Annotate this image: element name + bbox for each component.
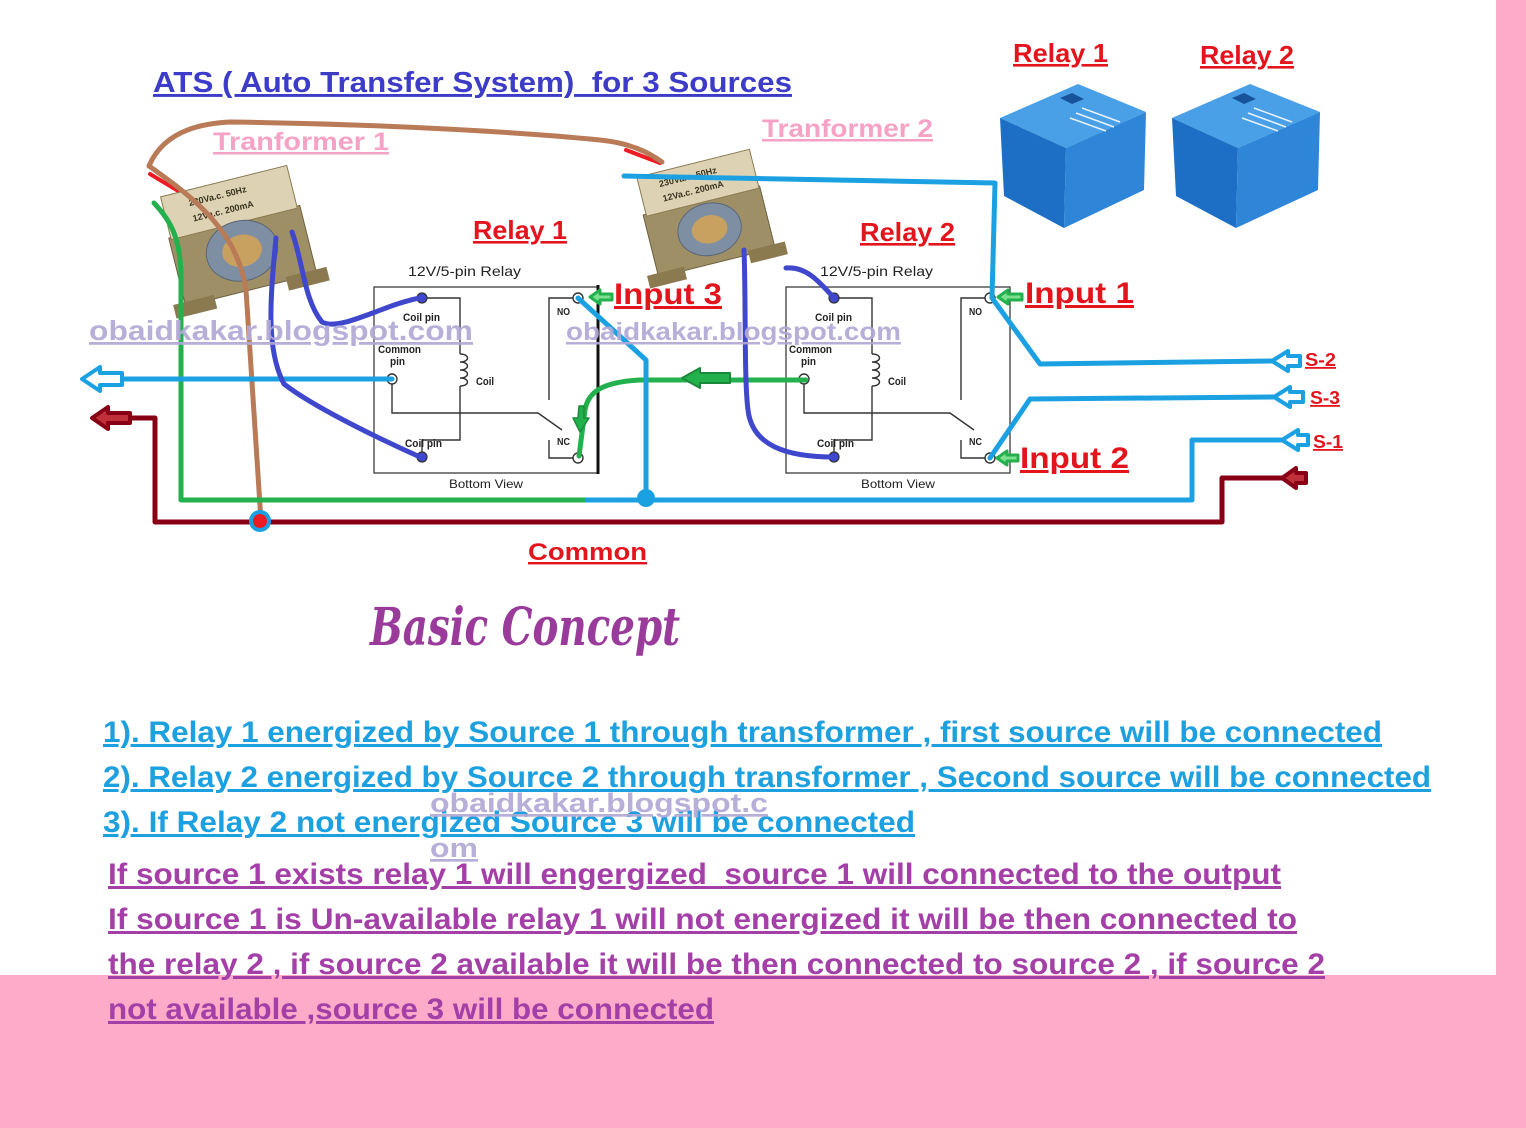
wire-blue-transformer2-to-s2 [621, 173, 1275, 367]
transformer-1-label: Tranformer 1 [213, 128, 389, 156]
relay-1-schematic: 12V/5-pin Relay Coil pin Common pin Coil… [373, 263, 600, 491]
explanation-line-2: If source 1 is Un-available relay 1 will… [108, 903, 1297, 936]
relay-2-photo [1172, 84, 1320, 228]
wire-green-left [151, 200, 590, 503]
wire-brown-to-common [146, 163, 264, 524]
common-right-arrow-icon [1280, 466, 1308, 490]
source-s2-label: S-2 [1305, 350, 1336, 370]
green-down-arrow-icon [572, 405, 590, 433]
relay-1-no-label: NO [557, 307, 570, 318]
common-label: Common [528, 539, 647, 566]
output-arrow-icon [80, 365, 124, 393]
step-2: 2). Relay 2 energized by Source 2 throug… [103, 761, 1431, 794]
source-s1-label: S-1 [1313, 432, 1343, 452]
wire-navy-relay1-coil-bottom [268, 235, 423, 460]
wire-navy-relay1-coil-top [289, 229, 423, 327]
section-heading: Basic Concept [369, 597, 680, 658]
relay-2-heading: 12V/5-pin Relay [820, 263, 933, 279]
transformer-1-red-lead [148, 172, 182, 194]
junction-blue [637, 489, 655, 507]
relay-2-no-label: NO [969, 307, 982, 318]
relay-2-schematic: 12V/5-pin Relay Coil pin Common pin Coil… [785, 263, 1011, 491]
wire-blue-s1 [584, 437, 1285, 503]
relay-1-common-pin-label: pin [390, 356, 405, 368]
watermark-lower-line-2: om [430, 833, 478, 863]
relay-1-common-label: Common [378, 344, 421, 356]
page-title: ATS ( Auto Transfer System) for 3 Source… [153, 67, 792, 99]
relay-1-label: Relay 1 [473, 215, 567, 245]
explanation-line-3: the relay 2 , if source 2 available it w… [108, 948, 1325, 981]
wire-navy-relay2-coil-bottom [741, 247, 837, 460]
relay-1-coil-pin-top-label: Coil pin [403, 312, 440, 324]
wire-blue-relay1-no [575, 295, 649, 501]
input-2-arrow-icon [995, 449, 1020, 467]
common-left-arrow-icon [90, 405, 132, 431]
wire-brown-transformer-link [146, 119, 665, 169]
s3-arrow-icon [1272, 385, 1305, 409]
input-3-arrow-icon [588, 288, 614, 306]
s2-arrow-icon [1270, 349, 1302, 373]
pink-border-right [1496, 0, 1526, 975]
relay-1-heading: 12V/5-pin Relay [408, 263, 521, 279]
explanation-line-4: not available ,source 3 will be connecte… [108, 993, 714, 1026]
input-1-label: Input 1 [1025, 277, 1134, 310]
relay-1-photo [1000, 84, 1146, 228]
wire-navy-relay2-coil-top [783, 265, 837, 301]
relay-1-coil-label: Coil [476, 376, 494, 388]
s1-arrow-icon [1280, 428, 1310, 452]
relay-2-coil-label: Coil [888, 376, 906, 388]
pink-border-bottom [0, 975, 1526, 1128]
relay-2-common-pin-label: pin [801, 356, 816, 368]
step-3: 3). If Relay 2 not energized Source 3 wi… [103, 806, 915, 839]
relay-2-label: Relay 2 [860, 217, 955, 247]
transformer-2-red-lead [624, 148, 662, 165]
step-1: 1). Relay 1 energized by Source 1 throug… [103, 716, 1382, 749]
input-3-label: Input 3 [614, 278, 722, 311]
relay-2-photo-label: Relay 2 [1200, 40, 1294, 70]
transformer-2-picture: 230Va.c. 50Hz 12Va.c. 200mA [636, 148, 788, 289]
relay-2-coil-pin-bottom-label: Coil pin [817, 438, 854, 450]
relay-2-view-label: Bottom View [861, 477, 935, 491]
wire-green-relay2-common-to-relay1-nc [576, 377, 809, 459]
watermark-upper-center: obaidkakar.blogspot.com [566, 318, 901, 346]
relay-1-coil-pin-bottom-label: Coil pin [405, 438, 442, 450]
wire-blue-s3 [987, 394, 1276, 461]
relay-1-nc-label: NC [557, 437, 570, 448]
relay-1-photo-label: Relay 1 [1013, 38, 1108, 68]
green-flow-arrow-icon [681, 367, 731, 389]
transformer-2-label: Tranformer 2 [762, 115, 933, 143]
input-1-arrow-icon [996, 288, 1024, 306]
wire-maroon-common [125, 415, 1287, 525]
relay-2-coil-pin-top-label: Coil pin [815, 312, 852, 324]
input-2-label: Input 2 [1020, 442, 1129, 475]
explanation-line-1: If source 1 exists relay 1 will engergiz… [108, 858, 1281, 891]
relay-2-common-label: Common [789, 344, 832, 356]
source-s3-label: S-3 [1310, 388, 1340, 408]
junction-common [249, 510, 271, 532]
relay-1-view-label: Bottom View [449, 477, 523, 491]
watermark-upper-left: obaidkakar.blogspot.com [89, 315, 473, 346]
watermark-lower-line-1: obaidkakar.blogspot.c [430, 788, 768, 818]
relay-2-nc-label: NC [969, 437, 982, 448]
